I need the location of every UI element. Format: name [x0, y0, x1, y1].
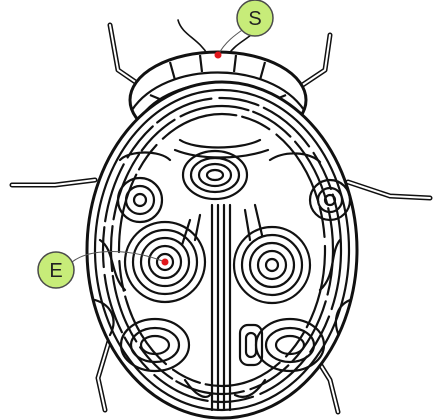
maze-body	[85, 80, 359, 420]
end-label: E	[49, 260, 62, 282]
start-point	[214, 51, 222, 59]
start-label: S	[248, 8, 261, 30]
end-marker-icon[interactable]: E	[37, 251, 169, 289]
start-marker-icon[interactable]: S	[214, 0, 274, 59]
end-point	[161, 258, 169, 266]
